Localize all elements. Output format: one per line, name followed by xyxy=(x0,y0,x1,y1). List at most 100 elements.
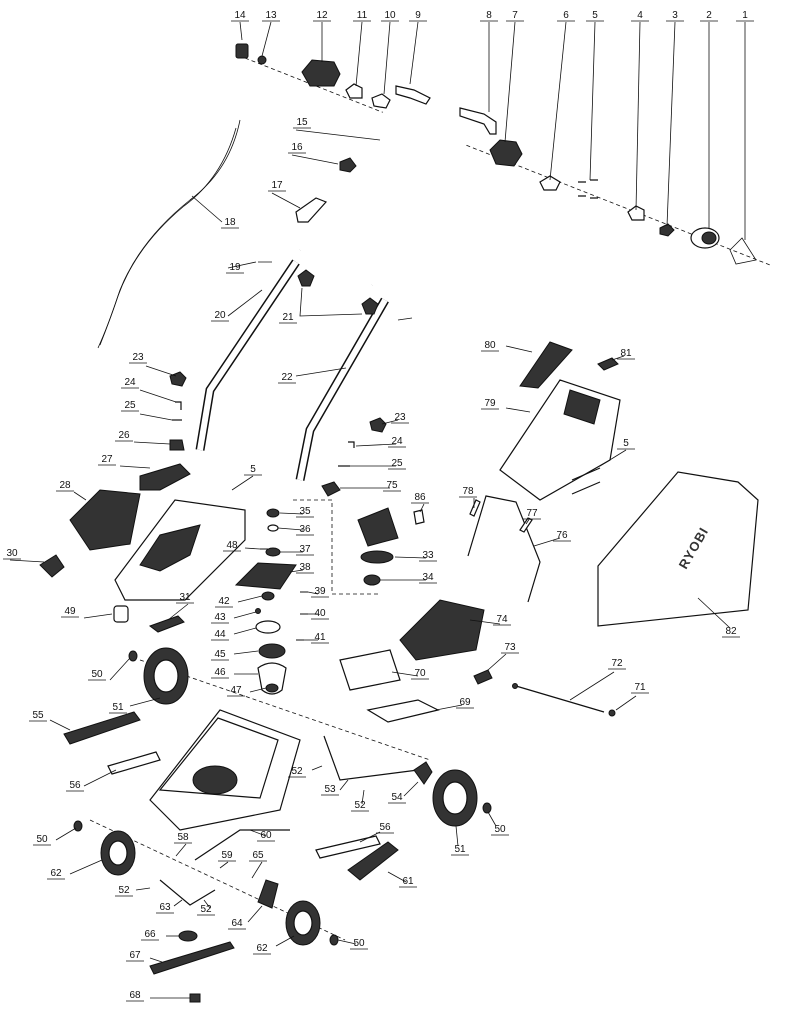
callout-label-26: 26 xyxy=(118,430,130,441)
leader-line-60 xyxy=(249,829,267,837)
leader-line-9 xyxy=(409,21,419,85)
callout-label-49: 49 xyxy=(64,606,76,617)
part-15-handle-inner xyxy=(297,104,467,287)
callout-label-50-3: 50 xyxy=(494,824,506,835)
callout-label-52-2: 52 xyxy=(354,800,366,811)
callout-label-46: 46 xyxy=(214,667,226,678)
part-24-right-shape xyxy=(348,441,355,448)
leader-line-72 xyxy=(569,671,615,701)
part-23-left-shape xyxy=(169,371,187,387)
top-switch-components xyxy=(235,43,757,265)
part-21-clip-a xyxy=(297,269,315,287)
callout-label-9: 9 xyxy=(415,10,421,21)
leader-line-7 xyxy=(504,21,516,143)
leader-line-48 xyxy=(244,547,261,550)
callout-label-42: 42 xyxy=(218,596,230,607)
callout-label-70: 70 xyxy=(414,668,426,679)
callout-label-64: 64 xyxy=(231,918,243,929)
callout-label-5-1: 5 xyxy=(592,10,598,21)
callout-label-44: 44 xyxy=(214,629,226,640)
callout-label-16: 16 xyxy=(291,142,303,153)
part-5-top-shape xyxy=(578,179,598,199)
callout-label-10: 10 xyxy=(384,10,396,21)
part-72-rod xyxy=(515,685,605,713)
part-12-shape xyxy=(301,59,341,87)
leader-line-50-4 xyxy=(337,939,357,945)
part-55-shape xyxy=(63,711,141,745)
leader-line-64 xyxy=(247,905,263,923)
leader-line-25-1 xyxy=(139,413,173,421)
part-50-b xyxy=(73,820,83,832)
leader-line-69 xyxy=(435,704,463,711)
leader-line-52-4 xyxy=(203,899,211,909)
callout-label-17: 17 xyxy=(271,180,283,191)
leader-line-52-1 xyxy=(311,765,323,771)
part-79-detail xyxy=(563,389,601,425)
callout-label-27: 27 xyxy=(101,454,113,465)
callout-label-21: 21 xyxy=(282,312,294,323)
part-81-shape xyxy=(597,357,619,371)
motor-cover-detail xyxy=(139,524,201,572)
leader-line-49 xyxy=(83,613,113,619)
callout-label-35: 35 xyxy=(299,506,311,517)
part-30-shape xyxy=(39,554,65,578)
part-76-frame xyxy=(467,495,541,603)
callout-label-8: 8 xyxy=(486,10,492,21)
leader-line-17 xyxy=(271,192,301,209)
motor-stack xyxy=(234,499,380,695)
part-35-shape xyxy=(266,508,280,518)
part-33-shape xyxy=(360,550,394,564)
callout-label-56-2: 56 xyxy=(379,822,391,833)
leader-line-16 xyxy=(291,154,339,165)
leader-line-28 xyxy=(73,491,87,501)
part-60-axle xyxy=(194,829,290,861)
callout-label-25-2: 25 xyxy=(391,458,403,469)
callout-label-7: 7 xyxy=(512,10,518,21)
leader-line-6 xyxy=(549,21,567,181)
callout-label-36: 36 xyxy=(299,524,311,535)
part-82-bag xyxy=(597,471,759,627)
leader-line-53 xyxy=(339,779,349,791)
leader-line-65 xyxy=(251,861,263,879)
callout-label-43: 43 xyxy=(214,612,226,623)
callout-label-13: 13 xyxy=(265,10,277,21)
callout-label-68: 68 xyxy=(129,990,141,1001)
part-49-shape xyxy=(113,605,129,623)
part-51-hub-right xyxy=(442,781,468,815)
callout-label-59: 59 xyxy=(221,850,233,861)
part-77-shape xyxy=(519,517,533,533)
leader-line-33 xyxy=(394,556,427,559)
callout-label-5-2: 5 xyxy=(250,464,256,475)
leader-line-5-2 xyxy=(231,475,254,491)
wheels xyxy=(73,647,492,946)
callout-label-73: 73 xyxy=(504,642,516,653)
leader-lines xyxy=(9,21,746,999)
part-67-blade xyxy=(149,941,235,975)
part-38-shape xyxy=(234,562,297,590)
leader-line-19 xyxy=(227,261,257,269)
part-56-left-shape xyxy=(107,751,161,775)
leader-line-36 xyxy=(277,527,304,531)
part-78-shape xyxy=(469,499,481,517)
callout-label-47: 47 xyxy=(230,685,242,696)
callout-label-19: 19 xyxy=(229,262,241,273)
part-74-shape xyxy=(399,599,485,661)
leader-line-5-1 xyxy=(589,21,596,181)
leader-line-42 xyxy=(237,595,263,603)
part-13-shape xyxy=(257,55,267,65)
leader-line-11 xyxy=(355,21,363,87)
part-50-d xyxy=(329,934,339,946)
leader-line-62-1 xyxy=(69,859,103,875)
part-80-shape xyxy=(519,341,573,389)
leader-line-51-2 xyxy=(455,825,459,847)
leader-line-22 xyxy=(295,367,347,377)
callout-label-71: 71 xyxy=(634,682,646,693)
callout-label-38: 38 xyxy=(299,562,311,573)
part-47-shape xyxy=(265,683,279,693)
part-11-shape xyxy=(345,83,363,99)
part-79-shape xyxy=(499,379,621,501)
leader-line-26 xyxy=(133,441,171,445)
part-51-hub-left xyxy=(153,659,179,693)
callout-label-50-1: 50 xyxy=(91,669,103,680)
